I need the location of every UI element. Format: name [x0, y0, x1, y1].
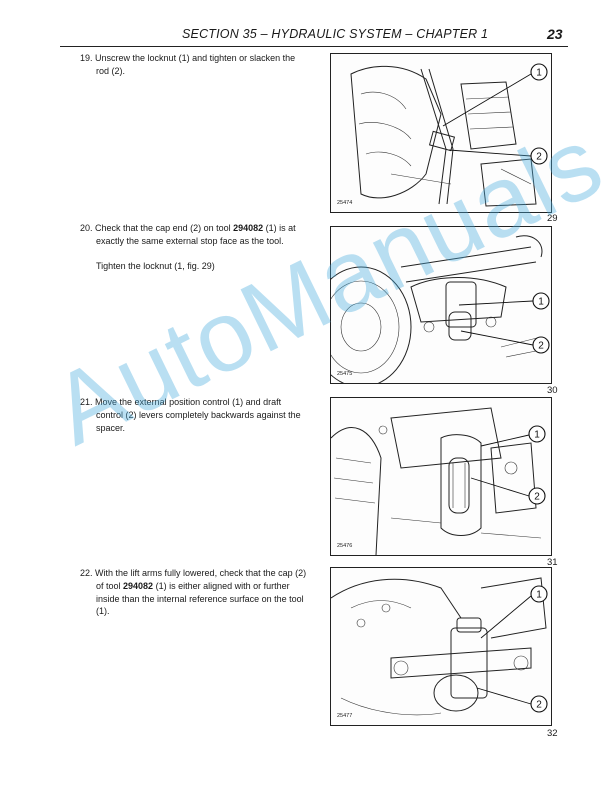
step-number: 22. — [80, 568, 93, 578]
step-number: 20. — [80, 223, 93, 233]
figure-number: 32 — [547, 728, 558, 739]
figure-code: 25476 — [337, 543, 352, 549]
step-21: 21. Move the external position control (… — [80, 396, 310, 434]
step-text: (1) is either aligned with or further in… — [96, 580, 304, 617]
figure-29-illustration: 1 2 25474 — [330, 53, 552, 213]
callout-1: 1 — [536, 68, 542, 79]
step-22: 22. With the lift arms fully lowered, ch… — [80, 567, 310, 618]
step-20: 20. Check that the cap end (2) on tool 2… — [80, 222, 310, 272]
figure-30-illustration: 1 2 25475 — [330, 226, 552, 384]
figure-code: 25477 — [337, 713, 352, 719]
step-text: (1) is at exactly the same external stop… — [96, 223, 296, 246]
page-number: 23 — [547, 26, 563, 42]
figure-32-illustration: 1 2 25477 — [330, 567, 552, 726]
figure-number: 29 — [547, 213, 558, 224]
step-number: 21. — [80, 397, 93, 407]
step-note: Tighten the locknut (1, fig. 29) — [96, 260, 215, 271]
figure-code: 25474 — [337, 200, 352, 206]
step-text: Check that the cap end (2) on tool — [95, 223, 234, 233]
figure-code: 25475 — [337, 371, 352, 377]
step-number: 19. — [80, 53, 93, 63]
callout-1: 1 — [534, 430, 540, 441]
figure-number: 31 — [547, 557, 558, 568]
figure-number: 30 — [547, 385, 558, 396]
callout-2: 2 — [536, 700, 542, 711]
callout-2: 2 — [538, 341, 544, 352]
callout-1: 1 — [536, 590, 542, 601]
callout-2: 2 — [536, 152, 542, 163]
callout-1: 1 — [538, 297, 544, 308]
step-text: Move the external position control (1) a… — [95, 397, 301, 433]
tool-code: 294082 — [233, 223, 264, 233]
step-text: With the lift arms fully lowered, check … — [95, 568, 307, 591]
figure-31-illustration: 1 2 25476 — [330, 397, 552, 556]
page-header-title: SECTION 35 – HYDRAULIC SYSTEM – CHAPTER … — [182, 27, 489, 41]
tool-code: 294082 — [123, 580, 154, 591]
callout-2: 2 — [534, 492, 540, 503]
header-rule — [60, 46, 568, 48]
step-text: Unscrew the locknut (1) and tighten or s… — [95, 53, 296, 76]
step-19: 19. Unscrew the locknut (1) and tighten … — [80, 52, 310, 78]
